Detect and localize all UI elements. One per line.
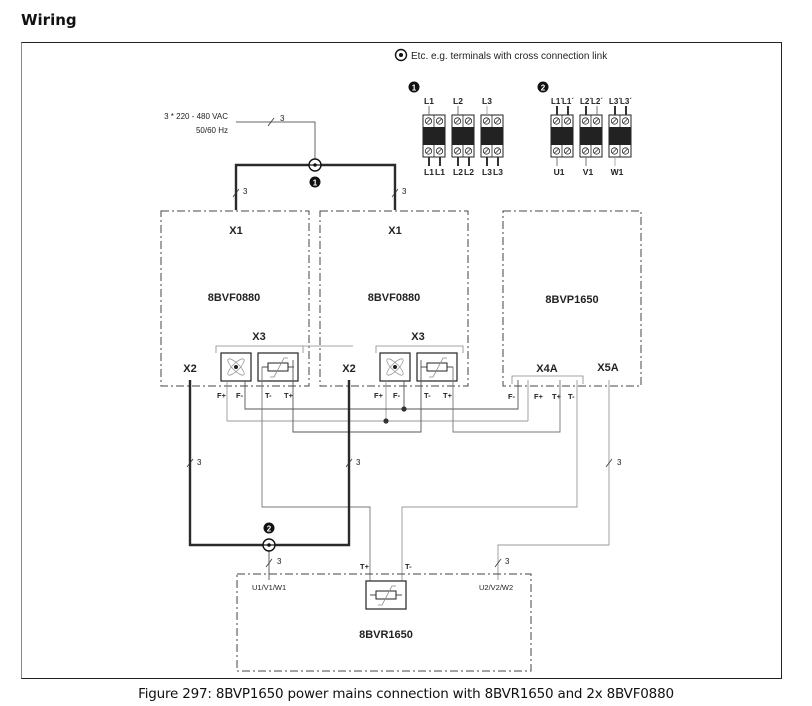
block1-bottom-label: L1	[424, 167, 434, 177]
terminal-v1	[580, 115, 602, 157]
filter-module-1: X1 8BVF0880 X3 X2 F+ F- T- T+	[160, 210, 353, 400]
filter2-x2-label: X2	[342, 363, 355, 375]
filter1-name: 8BVF0880	[208, 292, 261, 304]
section-heading: Wiring	[21, 11, 77, 29]
x4a-label: X4A	[536, 363, 557, 375]
junction-2-marker: 2	[263, 522, 275, 534]
filter1-pin: F-	[236, 391, 244, 400]
supply-voltage: 3 * 220 - 480 VAC	[164, 112, 228, 121]
legend-marker-2: 2	[537, 81, 549, 93]
filter2-x3-label: X3	[411, 331, 424, 343]
terminal-block-1: L1 L2 L3 L1 L1 L2 L2 L3 L3	[423, 96, 503, 177]
junction-2-symbol-icon	[262, 538, 276, 552]
filter2-pin: F+	[374, 391, 384, 400]
figure-frame	[21, 42, 782, 679]
filter1-x2-label: X2	[183, 363, 196, 375]
block1-bottom-label: L2	[453, 167, 463, 177]
figure-caption: Figure 297: 8BVP1650 power mains connect…	[138, 686, 674, 702]
filter1-pin: T+	[284, 391, 294, 400]
block1-bottom-label: L3	[493, 167, 503, 177]
terminal-w1	[609, 115, 631, 157]
svg-text:2: 2	[541, 84, 546, 93]
thermistor-icon	[257, 352, 299, 382]
resistor-t-minus-label: T-	[405, 562, 412, 571]
supply-frequency: 50/60 Hz	[196, 126, 228, 135]
filter2-x1-label: X1	[388, 225, 401, 237]
filter2-x1-wire-count: 3	[402, 187, 407, 196]
block2-top-label: L3´	[609, 97, 621, 106]
junction-1-marker: 1	[309, 176, 321, 188]
block2-top-label: L2´	[580, 97, 592, 106]
block2-top-label: L1´	[562, 97, 574, 106]
filter2-x2-wire-count: 3	[356, 458, 361, 467]
supply-module-name: 8BVP1650	[545, 294, 598, 306]
filter1-pin: T-	[265, 391, 272, 400]
block2-top-label: L2´	[591, 97, 603, 106]
legend: Etc. e.g. terminals with cross connectio…	[394, 48, 632, 177]
x4a-pin: F+	[534, 392, 544, 401]
filter-module-2: X1 8BVF0880 X3 X2 F+ F- T- T+	[319, 210, 469, 400]
svg-text:2: 2	[267, 525, 272, 534]
block1-bottom-label: L2	[464, 167, 474, 177]
resistor-t-plus-label: T+	[360, 562, 370, 571]
filter2-name: 8BVF0880	[368, 292, 421, 304]
filter2-pin: F-	[393, 391, 401, 400]
block1-top-label: L3	[482, 96, 492, 106]
legend-text: Etc. e.g. terminals with cross connectio…	[411, 51, 608, 62]
junction-1-symbol-icon	[308, 158, 322, 172]
filter2-pin: T-	[424, 391, 431, 400]
cross-connection-symbol-icon	[394, 48, 408, 62]
block1-bottom-label: L3	[482, 167, 492, 177]
thermistor-icon	[365, 580, 407, 610]
block1-top-label: L2	[453, 96, 463, 106]
filter1-x2-wire-count: 3	[197, 458, 202, 467]
terminal-l1	[423, 115, 445, 157]
x4a-pin: T+	[552, 392, 562, 401]
svg-text:1: 1	[313, 179, 318, 188]
filter1-x3-label: X3	[252, 331, 265, 343]
resistor-output-label: U2/V2/W2	[479, 583, 513, 592]
x4a-pin: F-	[508, 392, 516, 401]
x5a-label: X5A	[597, 362, 618, 374]
resistor-in-wire-count: 3	[277, 557, 282, 566]
resistor-out-wire-count: 3	[505, 557, 510, 566]
x1-bus: 3 3 1	[232, 158, 407, 210]
terminal-u1	[551, 115, 573, 157]
filter1-x1-label: X1	[229, 225, 242, 237]
mains-supply: 3 * 220 - 480 VAC 50/60 Hz 3	[164, 112, 316, 160]
block2-top-label: L1´	[551, 97, 563, 106]
resistor-name: 8BVR1650	[359, 629, 413, 641]
block2-bottom-label: W1	[611, 167, 624, 177]
terminal-block-2: L1´ L1´ L2´ L2´ L3´ L3´ U1 V1 W1	[551, 97, 632, 177]
signal-wiring: 3 3	[226, 360, 622, 590]
legend-marker-1: 1	[408, 81, 420, 93]
supply-wire	[236, 121, 316, 160]
terminal-l2	[452, 115, 474, 157]
block1-bottom-label: L1	[435, 167, 445, 177]
power-supply-module: 8BVP1650 X4A X5A F- F+ T+ T-	[502, 210, 642, 401]
x2-bus: 3 3 3 2	[186, 380, 361, 580]
filter2-pin: T+	[443, 391, 453, 400]
braking-resistor-module: U1/V1/W1 U2/V2/W2 T+ T- 8BVR1650	[236, 562, 532, 672]
x4a-pin: T-	[568, 392, 575, 401]
block2-top-label: L3´	[620, 97, 632, 106]
thermistor-icon	[416, 352, 458, 382]
filter1-x1-wire-count: 3	[243, 187, 248, 196]
resistor-input-label: U1/V1/W1	[252, 583, 286, 592]
fan-icon	[220, 352, 252, 382]
block2-bottom-label: V1	[583, 167, 594, 177]
block1-top-label: L1	[424, 96, 434, 106]
fan-icon	[379, 352, 411, 382]
x5a-wire-count: 3	[617, 458, 622, 467]
svg-text:1: 1	[412, 84, 417, 93]
terminal-l3	[481, 115, 503, 157]
supply-wire-count: 3	[280, 114, 285, 123]
block2-bottom-label: U1	[554, 167, 565, 177]
filter1-pin: F+	[217, 391, 227, 400]
